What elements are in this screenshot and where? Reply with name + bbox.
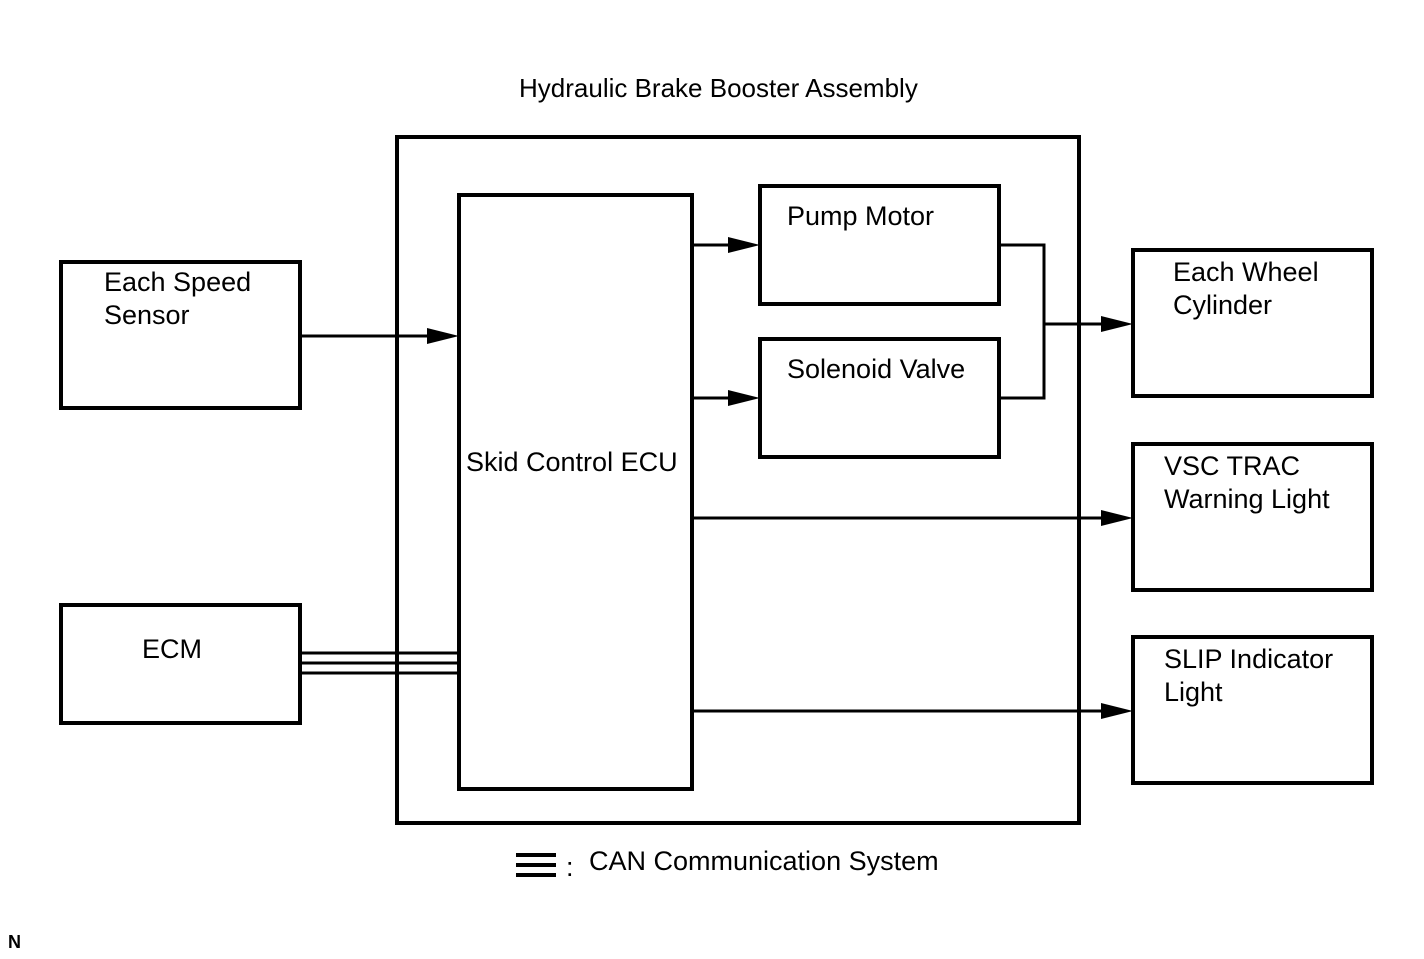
speed-sensor-label-text: Each Speed Sensor [104, 267, 252, 330]
slip-indicator-label-text: SLIP Indicator Light [1164, 644, 1334, 707]
skid-control-ecu-label: Skid Control ECU [466, 446, 678, 479]
pump-motor-label: Pump Motor [787, 200, 934, 233]
pump-motor-label-text: Pump Motor [787, 201, 935, 231]
to-wheel-cylinder-arrowhead [1101, 316, 1133, 332]
vsc-trac-light-box [1131, 442, 1374, 592]
ecu-to-slip-indicator-arrowhead [1101, 703, 1133, 719]
skid-control-ecu-box [457, 193, 694, 791]
wheel-cylinder-label-text: Each Wheel Cylinder [1173, 257, 1319, 320]
can-legend-label: CAN Communication System [589, 846, 939, 876]
speed-sensor-label: Each Speed Sensor [104, 266, 251, 332]
slip-indicator-label: SLIP Indicator Light [1164, 643, 1333, 709]
speed-sensor-box [59, 260, 302, 410]
solenoid-valve-label: Solenoid Valve [787, 353, 965, 386]
vsc-trac-light-label-text: VSC TRAC Warning Light [1164, 451, 1330, 514]
wheel-cylinder-label: Each Wheel Cylinder [1173, 256, 1319, 322]
assembly-title: Hydraulic Brake Booster Assembly [519, 73, 918, 103]
ecu-to-pump-motor-arrowhead [728, 237, 760, 253]
ecm-label-text: ECM [142, 634, 202, 664]
can-bus-lines [300, 651, 459, 675]
slip-indicator-box [1131, 635, 1374, 785]
ecm-label: ECM [142, 633, 202, 666]
brake-booster-assembly-frame [395, 135, 1081, 825]
speed-sensor-to-ecu-arrowhead [427, 328, 459, 344]
ecu-to-vsc-trac-arrowhead [1101, 510, 1133, 526]
wheel-cylinder-box [1131, 248, 1374, 398]
corner-code: N [8, 932, 21, 952]
legend-colon: : [566, 852, 574, 882]
vsc-trac-light-label: VSC TRAC Warning Light [1164, 450, 1330, 516]
solenoid-valve-label-text: Solenoid Valve [787, 354, 966, 384]
ecu-to-solenoid-valve-arrowhead [728, 390, 760, 406]
ecm-box [59, 603, 302, 725]
can-legend-symbol [516, 853, 556, 881]
pump-motor-output-line [999, 243, 1046, 400]
skid-control-ecu-label-text: Skid Control ECU [466, 447, 678, 477]
